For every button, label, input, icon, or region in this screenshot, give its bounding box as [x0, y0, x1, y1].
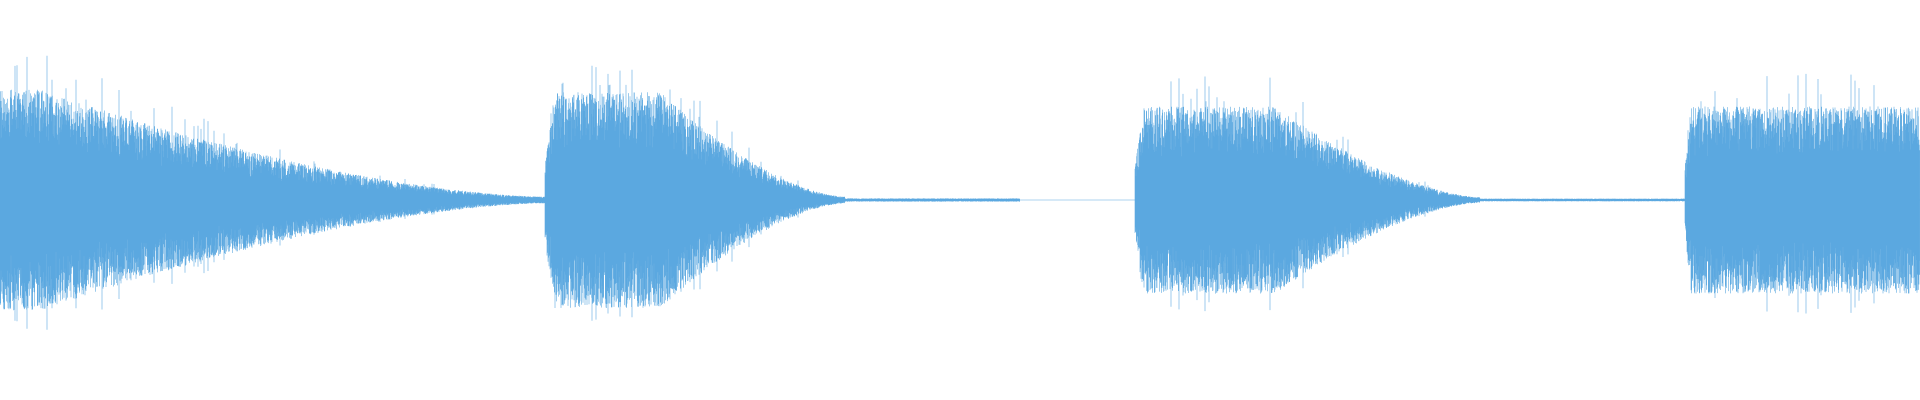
waveform-samples	[0, 55, 1920, 330]
waveform-path	[0, 55, 1920, 330]
